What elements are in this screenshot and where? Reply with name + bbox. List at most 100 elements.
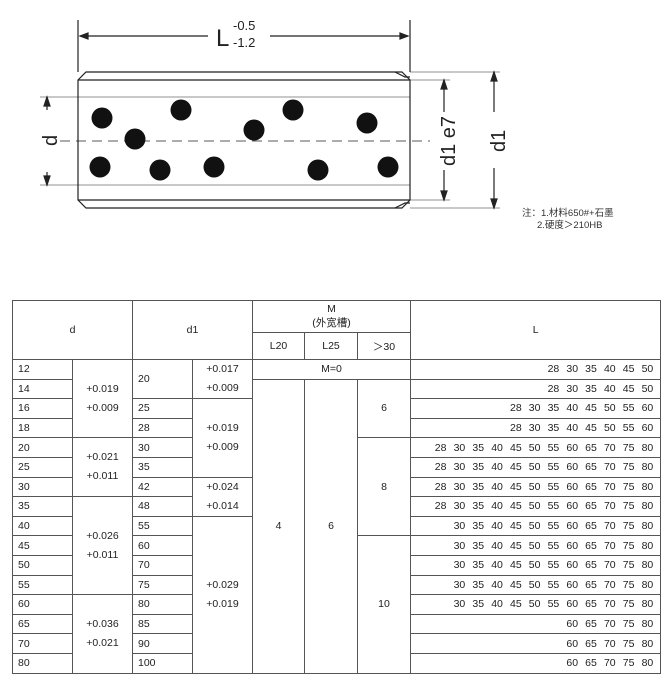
l-value: 45 (509, 461, 522, 474)
l-value: 65 (585, 618, 597, 631)
d-tolerance: +0.019+0.009 (72, 358, 133, 439)
d1-value: 55 (132, 515, 193, 537)
d1-tolerance-lower: +0.014 (206, 499, 239, 512)
l-empty (510, 638, 529, 650)
l-value: 55 (547, 520, 560, 533)
l-empty (416, 618, 435, 630)
l-value: 35 (472, 598, 485, 611)
l-empty (416, 657, 435, 669)
l-value: 60 (566, 657, 579, 670)
l-value: 60 (566, 559, 579, 572)
l-empty (416, 598, 435, 610)
l-value: 60 (566, 637, 579, 650)
l-value: 35 (472, 441, 485, 454)
l-empty (416, 520, 435, 532)
l-value: 50 (528, 598, 541, 611)
length-tol-lower: -1.2 (233, 35, 255, 50)
l-value: 40 (491, 441, 503, 454)
l-value: 30 (453, 598, 466, 611)
l-value: 70 (603, 461, 616, 474)
d-tolerance-upper: +0.019 (86, 382, 119, 395)
l-value: 60 (566, 598, 579, 611)
d1-tolerance-lower: +0.009 (206, 440, 239, 453)
l-empty (548, 618, 567, 630)
d1-value: 75 (132, 574, 193, 596)
l-empty (454, 422, 473, 434)
l-value: 55 (547, 559, 560, 572)
header-gt30: ＞30 (357, 332, 411, 360)
l-value: 70 (603, 637, 616, 650)
d1-value: 20 (132, 358, 193, 400)
l-value: 75 (622, 559, 635, 572)
l-empty (491, 383, 510, 395)
l-empty (491, 657, 510, 669)
l-value: 65 (585, 520, 597, 533)
l-value: 45 (585, 422, 597, 435)
l-value: 45 (622, 363, 635, 376)
l-value: 70 (603, 480, 616, 493)
l-value: 30 (566, 382, 579, 395)
note-material: 注：1.材料650#+石墨 (522, 208, 614, 219)
outer-dia-label: d1 (488, 130, 510, 152)
l-value: 80 (641, 539, 654, 552)
l-value: 28 (547, 382, 560, 395)
l-empty (510, 657, 529, 669)
l-value: 30 (453, 520, 466, 533)
l-value: 65 (585, 598, 597, 611)
d1-tolerance: +0.024+0.014 (192, 476, 253, 517)
d1-value: 48 (132, 496, 193, 517)
l-value: 40 (491, 539, 503, 552)
l-empty (416, 579, 435, 591)
d1-value: 25 (132, 398, 193, 419)
l-value: 28 (509, 402, 522, 415)
length-tol-upper: -0.5 (233, 18, 255, 33)
l-value: 35 (547, 402, 560, 415)
l-value: 55 (547, 598, 560, 611)
d1-tolerance: +0.019+0.009 (192, 398, 253, 478)
l-value: 75 (622, 598, 635, 611)
d1-tolerance-upper: +0.029 (206, 578, 239, 591)
d-value: 14 (12, 378, 73, 400)
d-value: 50 (12, 554, 73, 576)
l-empty (416, 540, 435, 552)
d1-value: 35 (132, 456, 193, 478)
l-empty (472, 402, 491, 414)
l-empty (548, 638, 567, 650)
l-value: 70 (603, 441, 616, 454)
note-hardness: 2.硬度＞210HB (537, 220, 603, 231)
l-empty (416, 559, 435, 571)
d-tolerance-lower: +0.011 (86, 548, 119, 561)
l-empty (454, 402, 473, 414)
header-m-sub: (外宽槽) (312, 317, 351, 329)
l-empty (454, 363, 473, 375)
l-empty (454, 618, 473, 630)
l-value: 80 (641, 461, 654, 474)
l-value: 40 (491, 461, 503, 474)
d-value: 25 (12, 456, 73, 478)
d1-value: 30 (132, 437, 193, 458)
l-empty (472, 383, 491, 395)
l-value: 28 (434, 441, 447, 454)
l-value: 50 (528, 578, 541, 591)
header-d: d (12, 300, 133, 360)
l-empty (435, 540, 454, 552)
l-value: 40 (491, 559, 503, 572)
l-value: 65 (585, 500, 597, 513)
l-empty (510, 383, 529, 395)
